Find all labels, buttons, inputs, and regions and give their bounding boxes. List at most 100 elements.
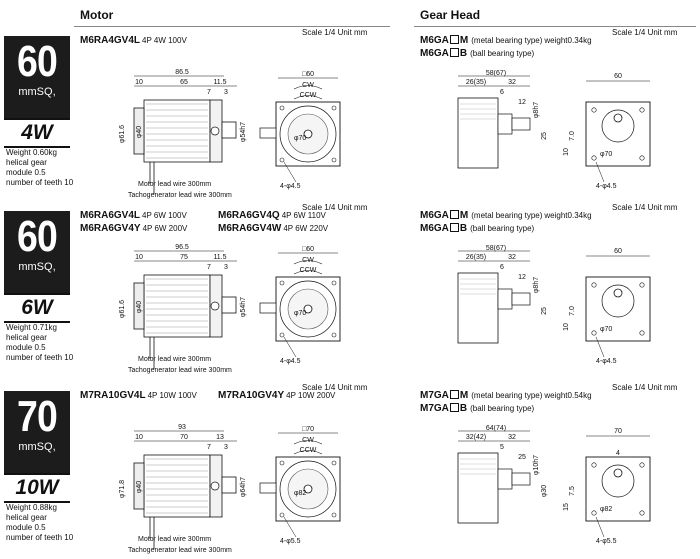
dim-body-diameter: φ61.6 [119,125,126,143]
gear-scale-label: Scale 1/4 Unit mm [612,383,678,392]
spec-line: helical gear [6,158,47,167]
motor-lead-label: Motor lead wire 300mm [138,181,211,188]
gear-bolt-leader [595,161,605,183]
tacho-lead-label: Tachogenerator lead wire 300mm [128,547,232,554]
gear-bolt-hole-icon [639,462,645,468]
gear-weight: weight0.34kg [544,211,592,220]
spec-line: helical gear [6,513,47,522]
gear-m-suffix: M [459,35,469,46]
gear-bolt-hole-icon [639,510,645,516]
terminal-box [259,302,277,314]
dim-inner-diameter: φ40 [136,301,143,313]
blank-box-icon [449,223,459,232]
motor-lead-label: Motor lead wire 300mm [138,536,211,543]
gear-bolt-leader [595,336,605,358]
gear-scale-label: Scale 1/4 Unit mm [612,28,678,37]
terminal-box [259,482,277,494]
gear-shaft-hole [613,113,623,123]
bolt-hole-icon [331,460,337,466]
dim-shaft-diameter: φ54h7 [240,297,247,317]
wattage-label: 4W [4,118,70,148]
motor-scale-label: Scale 1/4 Unit mm [302,383,368,392]
frame-size-unit: mmSQ, [18,261,56,273]
dim-gear-s1: 5 [500,444,504,451]
dim-pcd: φ82 [294,490,306,497]
dim-c: 11.5 [213,79,226,86]
gear-m-suffix: M [459,390,469,401]
wattage-label: 6W [4,293,70,323]
dim-gear-offset2: 10 [563,148,570,156]
dim-gear-shaft: φ10h7 [533,455,540,475]
gear-weight: weight0.34kg [544,36,592,45]
model-rating: 4P 10W 200V [286,391,336,400]
shaft-hole [303,304,313,314]
dim-gear-l1: 26(35) [466,79,486,86]
motor-scale-label: Scale 1/4 Unit mm [302,28,368,37]
dim-bolt-holes: 4-φ4.5 [280,358,301,365]
gear-bolt-hole-icon [639,107,645,113]
dim-gear-shaft: φ8h7 [533,102,540,118]
dim-gear-pcd: φ82 [600,506,612,513]
dim-e: 3 [224,264,228,271]
dim-shaft-diameter: φ54h7 [240,122,247,142]
dim-gear-l2: 32 [508,79,516,86]
bolt-leader-line [283,516,297,538]
gear-bolt-hole-icon [639,155,645,161]
dim-gear-offset1: 7.0 [569,131,576,141]
dim-gear-s2: 25 [518,454,526,461]
gear-m-desc: (metal bearing type) [471,391,543,400]
gear-output-circle [601,464,635,498]
spec-line: number of teeth 10 [6,533,74,542]
gear-bolt-hole-icon [591,282,597,288]
dim-total-length: 86.5 [175,69,189,76]
bolt-leader-line [283,336,297,358]
dim-pcd: φ70 [294,310,306,317]
bolt-hole-icon [279,280,285,286]
dim-inner-diameter: φ40 [136,126,143,138]
model-code: M6RA6GV4Y [80,223,141,234]
gear-b-desc: (ball bearing type) [470,224,535,233]
motor-shaft-boss [210,301,220,311]
cw-arrow-icon [293,85,323,90]
gear-m-desc: (metal bearing type) [471,211,543,220]
dim-gear-offset1: 7.0 [569,306,576,316]
dim-gear-offset1: 7.5 [569,486,576,496]
gear-boss [497,288,513,310]
dim-c: 11.5 [213,254,226,261]
gear-shaft-hole [613,288,623,298]
gear-bolt-hole-icon [591,462,597,468]
model-code: M6RA6GV4L [80,210,141,221]
dim-gear-square: 70 [614,428,622,435]
bolt-hole-icon [279,157,285,163]
dim-square-size: □60 [302,71,314,78]
model-rating: 4P 6W 220V [283,224,329,233]
gear-shaft-hole [613,468,623,478]
ccw-arrow-icon [293,450,323,455]
dim-gear-pcd: φ70 [600,326,612,333]
terminal-box [259,127,277,139]
motor-shaft-boss [210,481,220,491]
dim-gear-l1: 32(42) [466,434,486,441]
frame-size-unit: mmSQ, [18,86,56,98]
motor-body [143,274,211,338]
blank-box-icon [449,210,459,219]
dim-gear-l2: 32 [508,254,516,261]
motor-rear-cap [133,282,145,330]
gear-b-desc: (ball bearing type) [470,404,535,413]
dim-gear-l1: 26(35) [466,254,486,261]
blank-box-icon [449,35,459,44]
gear-scale-label: Scale 1/4 Unit mm [612,203,678,212]
gear-section-title: Gear Head [420,8,481,22]
gear-bolt-leader [595,516,605,538]
